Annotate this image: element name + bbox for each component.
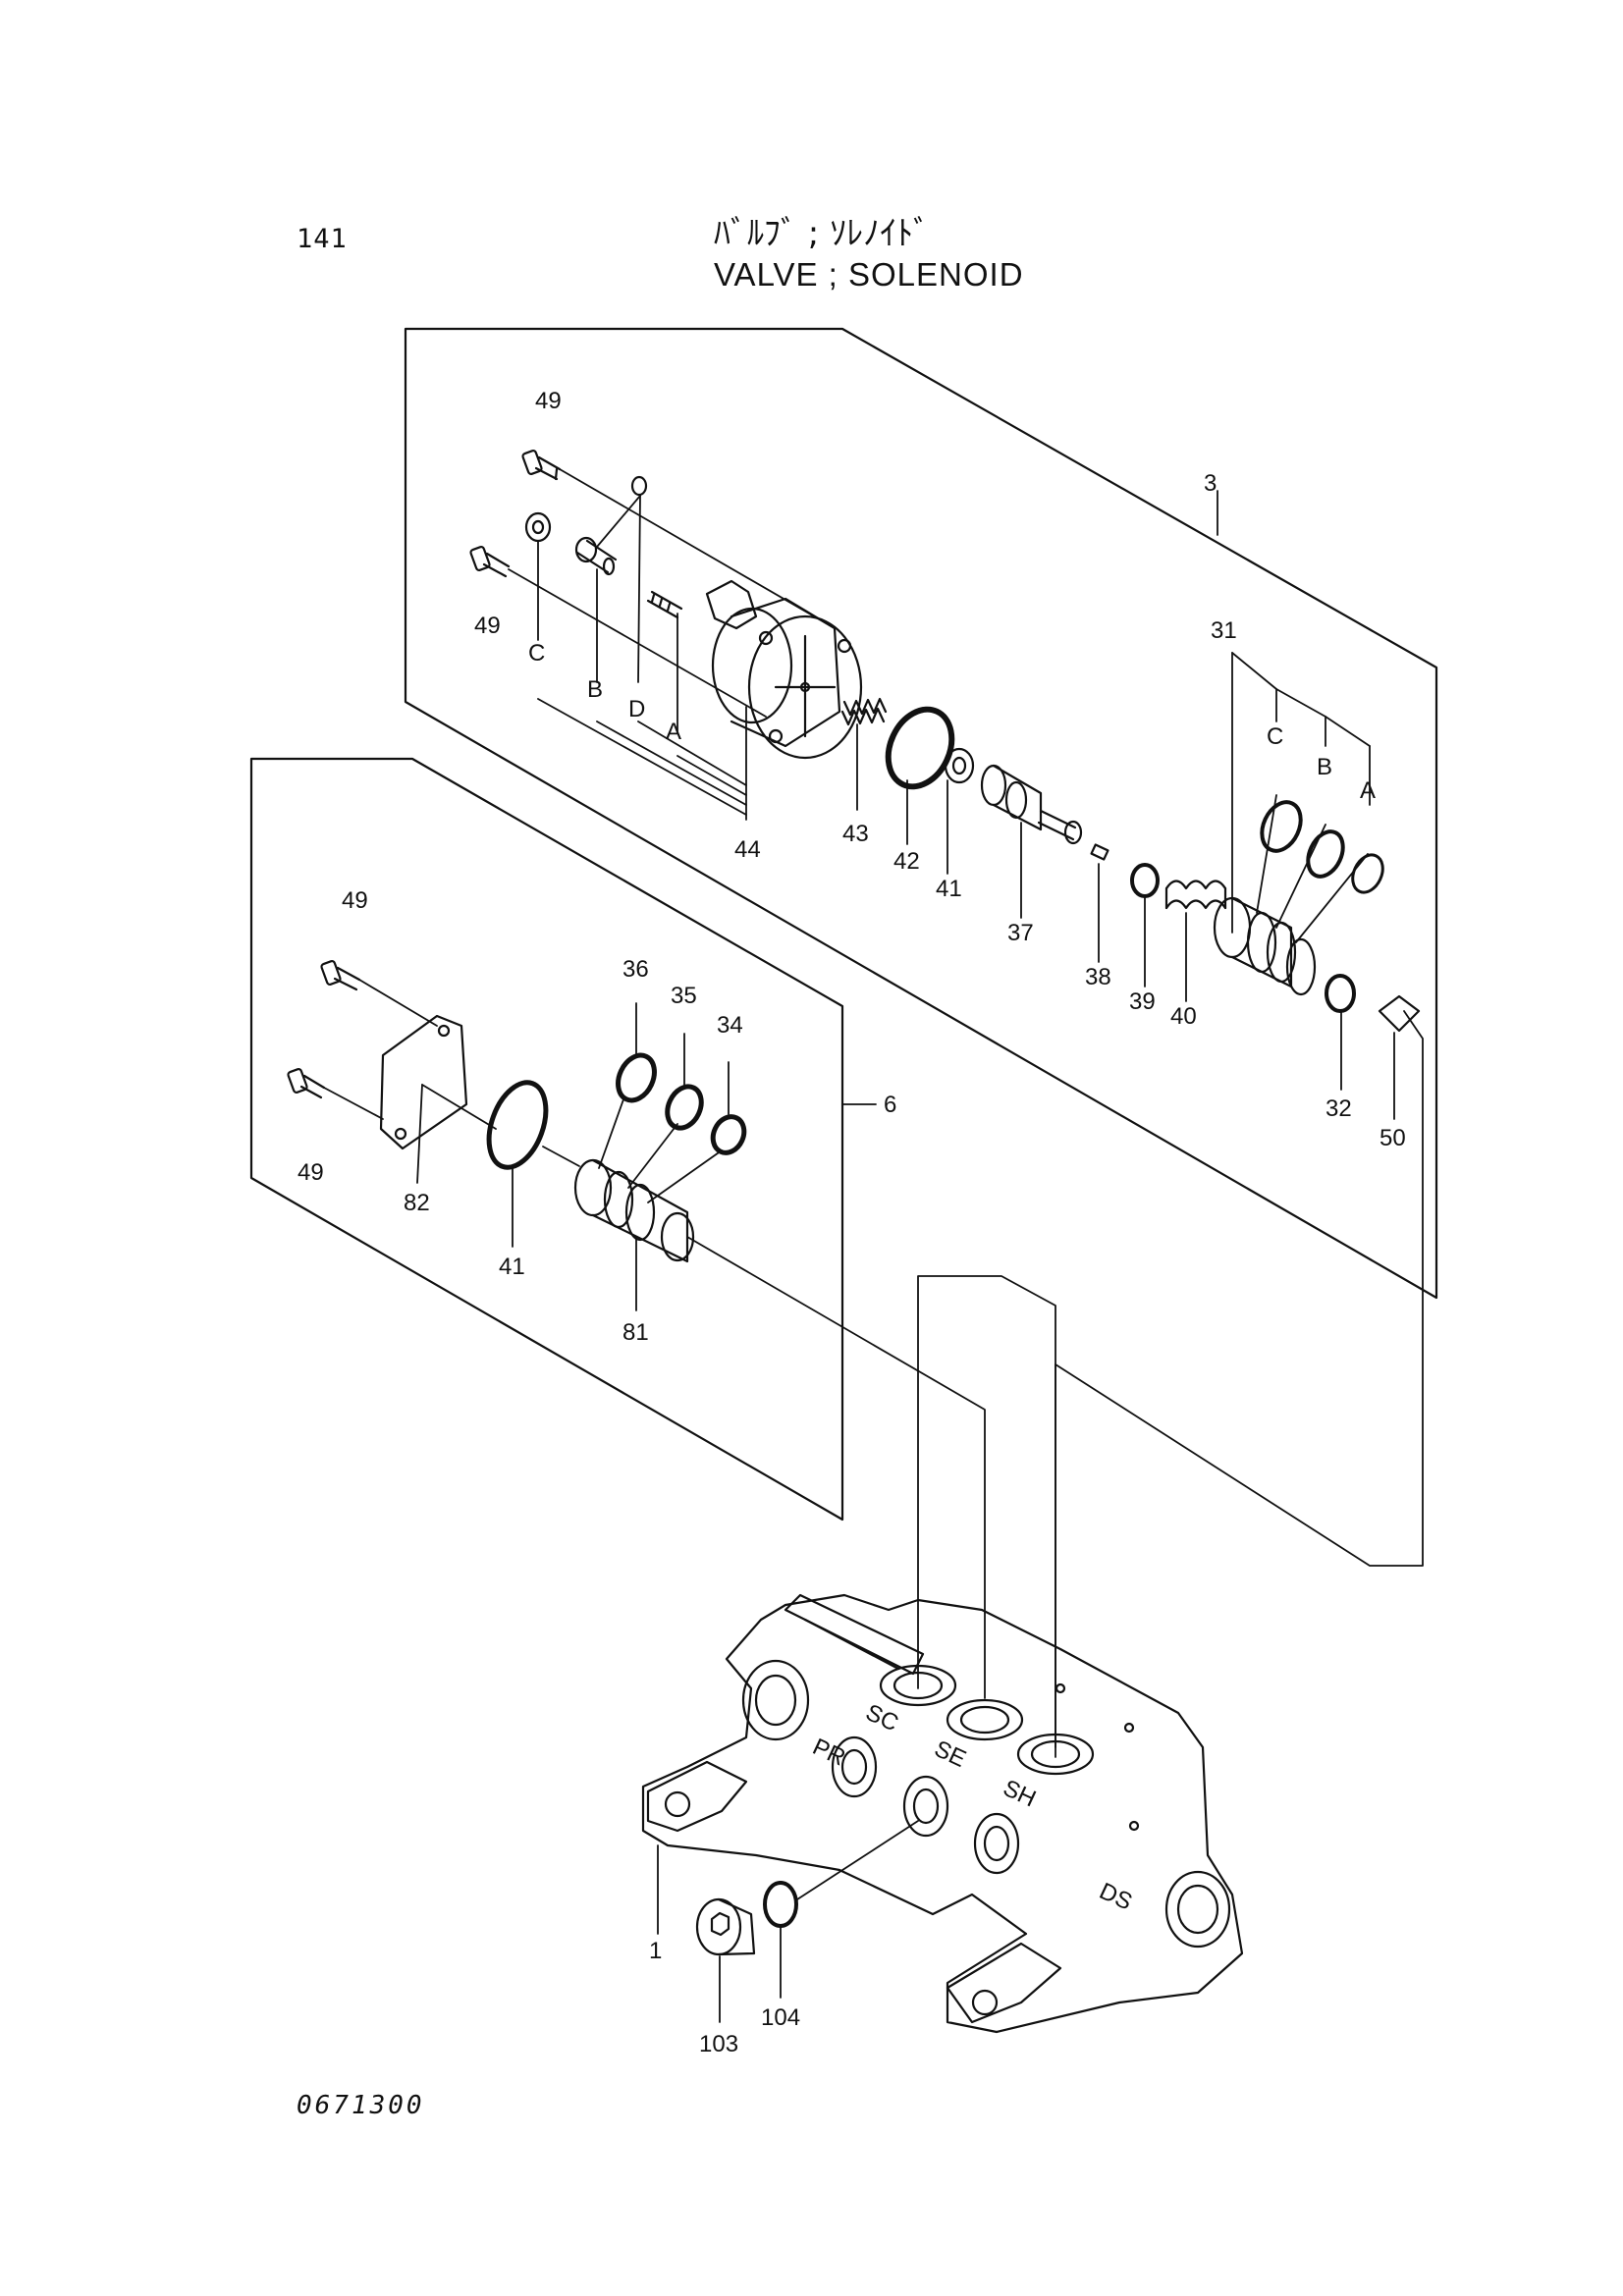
bolt-49-mid-upper: [320, 960, 361, 991]
callout-34: 34: [717, 1012, 743, 1039]
o-ring-c: [1260, 800, 1303, 853]
callout-49: 49: [474, 613, 501, 639]
callout-1: 1: [649, 1938, 662, 1964]
assembly-boundary-3: [404, 327, 1438, 1300]
callout-82: 82: [404, 1190, 430, 1216]
drawing-number: 0671300: [297, 2091, 425, 2120]
o-ring-41-lower: [486, 1080, 549, 1170]
callout-42: 42: [893, 848, 920, 875]
callout-38: 38: [1085, 964, 1111, 990]
spring-43: [840, 697, 888, 726]
callout-103: 103: [699, 2031, 738, 2057]
title-japanese: ﾊﾞﾙﾌﾞ ; ｿﾚﾉｲﾄﾞ: [714, 214, 931, 253]
o-ring-104: [763, 1881, 798, 1928]
o-ring-small: [630, 475, 648, 497]
callout-41: 41: [499, 1254, 525, 1280]
port-mark-sc: SC: [861, 1699, 902, 1737]
sleeve-31: [1213, 896, 1317, 996]
callout-43: 43: [842, 821, 869, 847]
lower-leader-lines: [323, 979, 986, 1699]
port-mark-ds: DS: [1095, 1878, 1136, 1916]
callout-49: 49: [298, 1159, 324, 1186]
callout-31: 31: [1211, 617, 1237, 644]
callout-32: 32: [1325, 1095, 1352, 1122]
callout-c: C: [1267, 723, 1283, 750]
o-ring-a: [1351, 853, 1384, 894]
title-english: VALVE ; SOLENOID: [714, 256, 1024, 293]
washer-41-upper: [944, 747, 975, 784]
solenoid-coil-44: [705, 579, 863, 760]
callout-36: 36: [622, 956, 649, 983]
bolt-49-mid-lower: [287, 1068, 326, 1099]
body-leader-lines: [917, 1275, 1056, 1758]
callout-39: 39: [1129, 988, 1156, 1015]
sleeve-81: [573, 1158, 695, 1263]
callout-44: 44: [734, 836, 761, 863]
o-ring-36: [616, 1052, 657, 1103]
pin-d: [646, 590, 683, 619]
pin-38: [1090, 843, 1109, 861]
body-part-leaders: [657, 1820, 919, 2023]
callout-d: D: [628, 696, 645, 722]
callout-a: A: [1360, 777, 1376, 804]
spring-40: [1164, 880, 1227, 910]
assembly-boundary-6: [249, 757, 844, 1522]
page-number: 141: [297, 224, 348, 254]
callout-a: A: [666, 719, 681, 745]
ring-39: [1130, 863, 1160, 898]
nut-c: [524, 511, 552, 543]
callout-b: B: [1317, 754, 1332, 780]
callout-b: B: [587, 676, 603, 703]
port-mark-se: SE: [930, 1735, 969, 1773]
callout-37: 37: [1007, 920, 1034, 946]
cover-82: [379, 1014, 468, 1150]
screw-b: [574, 536, 618, 576]
o-ring-34: [710, 1114, 747, 1155]
clip-50: [1378, 994, 1421, 1033]
callout-104: 104: [761, 2004, 800, 2031]
bolt-49-lower: [469, 546, 511, 578]
callout-81: 81: [622, 1319, 649, 1346]
bolt-49-upper: [521, 450, 562, 481]
o-ring-b: [1306, 829, 1345, 879]
callout-41: 41: [936, 876, 962, 902]
port-mark-sh: SH: [999, 1775, 1040, 1813]
callout-c: C: [528, 640, 545, 667]
callout-49: 49: [535, 388, 562, 414]
upper-leader-lines: [508, 468, 1424, 1567]
callout-3: 3: [1204, 470, 1217, 497]
valve-body-1: [641, 1593, 1244, 2034]
plug-103: [695, 1897, 756, 1956]
callout-35: 35: [671, 983, 697, 1009]
callout-49: 49: [342, 887, 368, 914]
callout-40: 40: [1170, 1003, 1197, 1030]
callout-50: 50: [1380, 1125, 1406, 1151]
ring-32: [1325, 974, 1356, 1013]
spool-37: [980, 764, 1083, 845]
callout-6: 6: [884, 1092, 896, 1118]
o-ring-42: [885, 706, 955, 790]
o-ring-35: [665, 1084, 704, 1131]
